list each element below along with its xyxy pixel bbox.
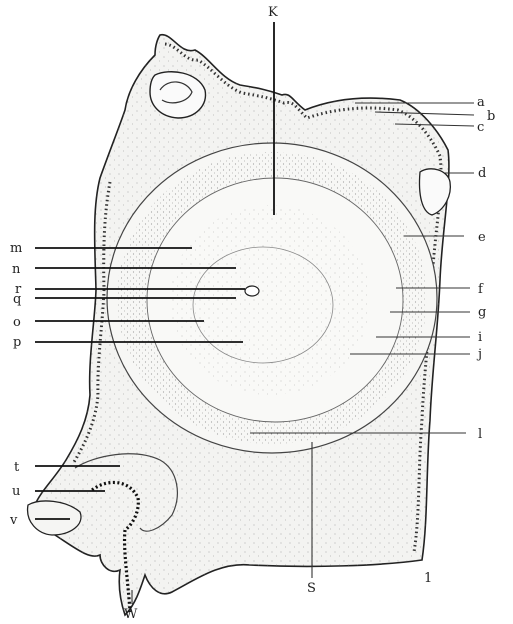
label-p: p xyxy=(13,335,21,350)
label-l: l xyxy=(478,427,482,442)
label-v: v xyxy=(9,513,18,528)
follicle-core xyxy=(170,205,370,395)
label-c: c xyxy=(477,120,484,135)
label-W: W xyxy=(124,607,138,622)
label-j: j xyxy=(476,347,482,362)
label-K: K xyxy=(268,5,278,20)
label-m: m xyxy=(10,241,22,256)
label-e: e xyxy=(478,230,486,245)
figure-number: 1 xyxy=(424,571,432,586)
label-n: n xyxy=(12,262,21,277)
label-t: t xyxy=(14,460,20,475)
nucleus xyxy=(245,286,259,296)
cyst-top-left xyxy=(150,72,205,118)
label-q: q xyxy=(13,292,21,307)
label-d: d xyxy=(478,166,486,181)
label-u: u xyxy=(12,484,20,499)
label-o: o xyxy=(13,315,21,330)
label-b: b xyxy=(487,109,495,124)
label-f: f xyxy=(478,282,484,297)
label-g: g xyxy=(478,305,486,320)
label-a: a xyxy=(477,95,485,110)
label-i: i xyxy=(478,330,482,345)
label-S: S xyxy=(307,581,316,596)
